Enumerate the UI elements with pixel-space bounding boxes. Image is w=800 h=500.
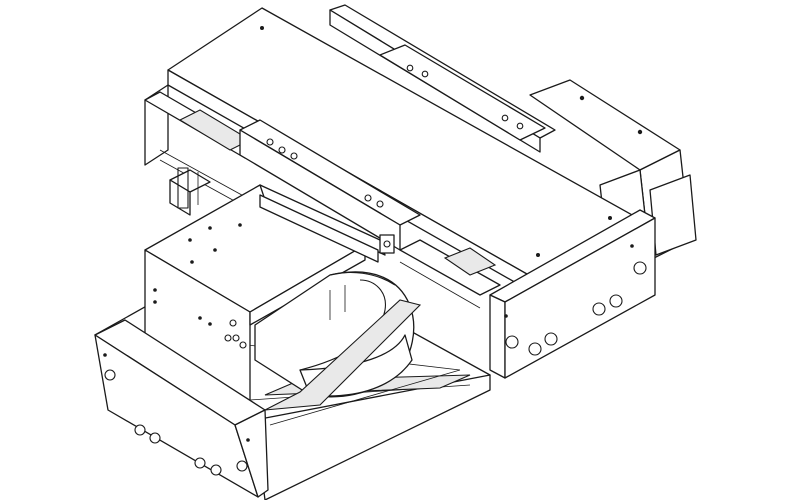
- left-upper-housing: [144, 84, 261, 216]
- mounting-plate: [259, 184, 395, 263]
- right-linear-guide: [399, 239, 501, 309]
- top-rail: [329, 4, 556, 153]
- middle-carriage: [239, 119, 421, 251]
- left-clamp-bracket: [169, 167, 211, 216]
- right-end-cap: [489, 209, 656, 379]
- lower-guide-rail: [264, 299, 461, 426]
